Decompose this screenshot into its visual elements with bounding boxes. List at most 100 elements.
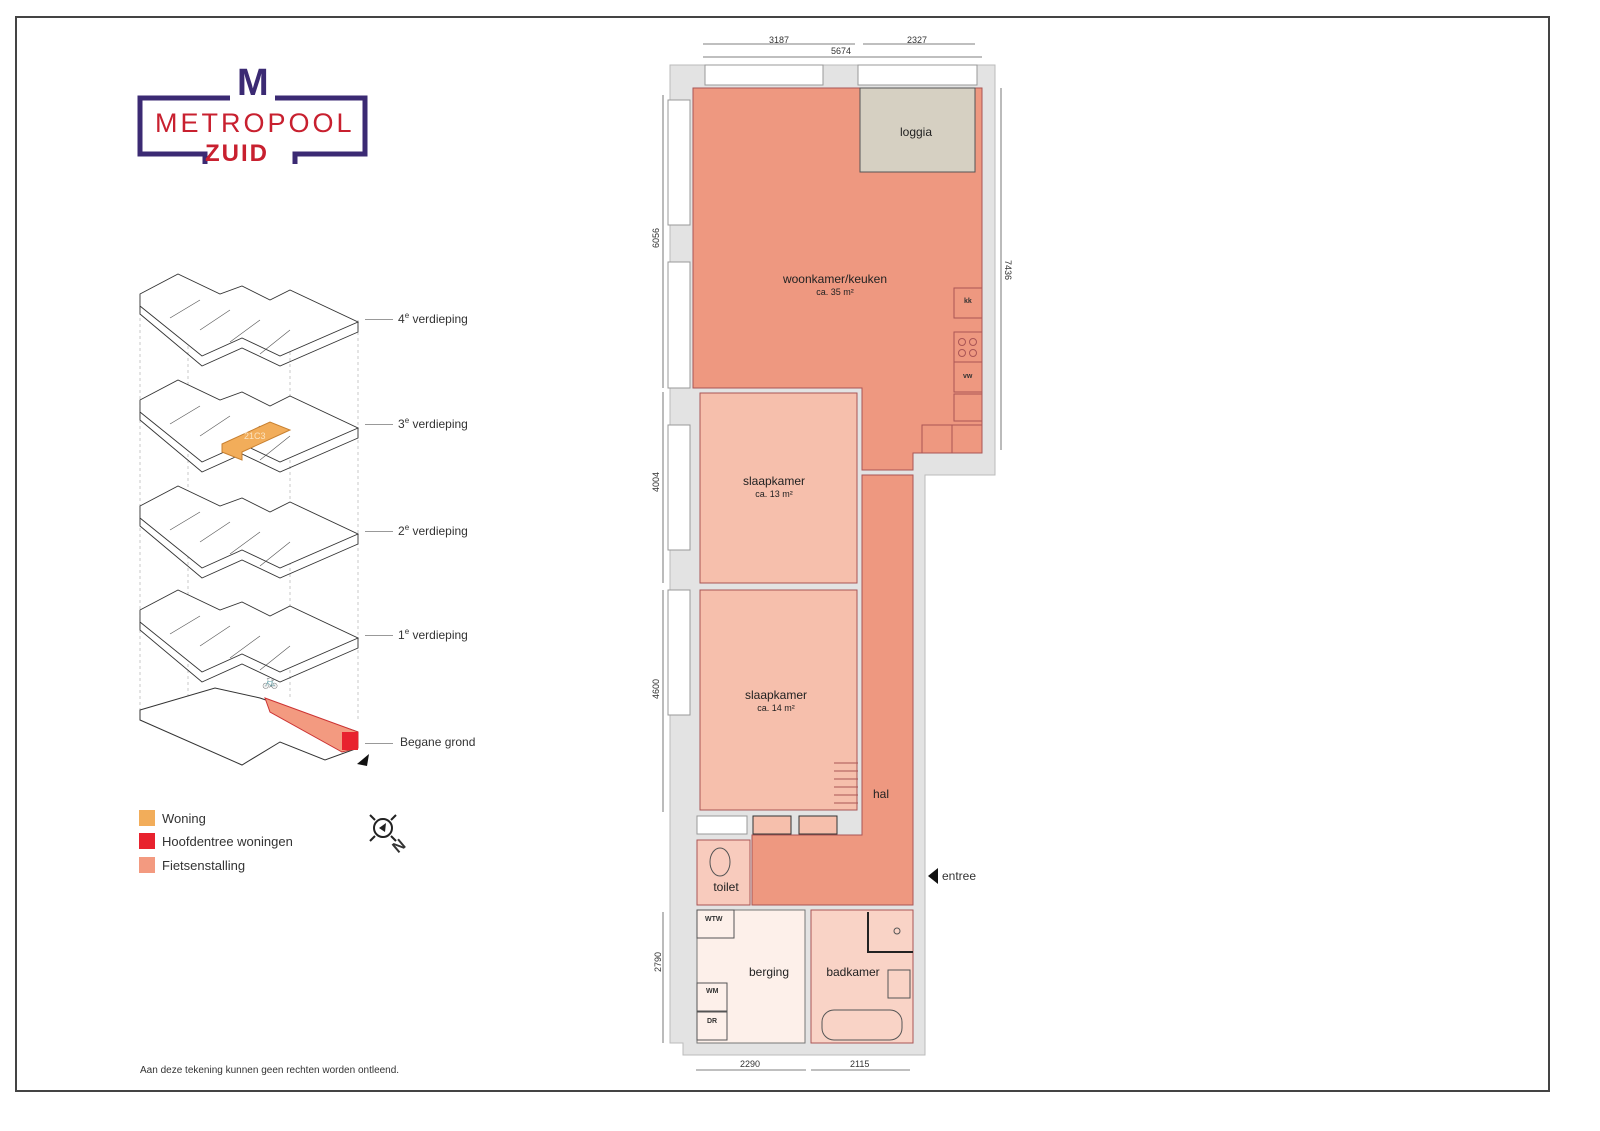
- leader-line: [365, 743, 393, 744]
- logo-frame: [137, 95, 368, 164]
- room-living: [692, 87, 983, 471]
- room-loggia: [859, 87, 976, 173]
- floor-1: [139, 589, 360, 683]
- room-bedroom-1: [699, 392, 858, 584]
- dim-bottom-right: 2115: [850, 1059, 870, 1069]
- dim-top-left: 3187: [769, 35, 790, 45]
- floor-number: 2: [398, 524, 405, 538]
- legend-swatch: [139, 833, 155, 849]
- floor-number: 3: [398, 417, 405, 431]
- room-name: woonkamer/keuken: [782, 272, 888, 286]
- window: [667, 424, 691, 551]
- compass-icon: [369, 814, 397, 842]
- floor-ground: [139, 687, 359, 766]
- floor-label: 1e verdieping: [398, 627, 468, 642]
- sheet-border: [15, 16, 1550, 1092]
- room-bedroom-2: [699, 589, 858, 811]
- legend-label: Woning: [162, 810, 206, 826]
- window: [857, 64, 978, 86]
- fixture-kk: kk: [964, 298, 972, 305]
- room-label-hal: hal: [872, 787, 890, 801]
- window: [667, 589, 691, 716]
- room-label-toilet: toilet: [713, 880, 739, 894]
- window: [704, 64, 824, 86]
- stairs-icon: [834, 762, 858, 804]
- window: [667, 261, 691, 389]
- dim-bottom-left: 2290: [740, 1059, 761, 1069]
- leader-line: [365, 319, 393, 320]
- disclaimer: Aan deze tekening kunnen geen rechten wo…: [140, 1065, 400, 1076]
- bathtub: [821, 1009, 903, 1041]
- toilet-bowl: [709, 847, 731, 877]
- leader-line: [365, 635, 393, 636]
- legend-label: Fietsenstalling: [162, 857, 246, 873]
- room-badkamer: [810, 909, 914, 1044]
- window: [667, 99, 691, 226]
- floor-3: [139, 379, 360, 473]
- logo-letter: M: [237, 62, 269, 104]
- room-area: ca. 14 m²: [757, 703, 795, 713]
- leader-line: [365, 424, 393, 425]
- room-berging: [696, 909, 806, 1044]
- fixture-vw: vw: [963, 373, 973, 380]
- floor-word: verdieping: [409, 417, 468, 431]
- wtw-unit: [696, 909, 735, 939]
- room-hal: [751, 474, 914, 906]
- unit-tag: 21C3: [244, 431, 266, 441]
- legend-label: Hoofdentree woningen: [162, 833, 293, 849]
- floor-word: verdieping: [409, 312, 468, 326]
- room-area: ca. 13 m²: [755, 489, 793, 499]
- logo-line2: ZUID: [205, 140, 269, 167]
- legend-swatch: [139, 810, 155, 826]
- floor-word: verdieping: [409, 524, 468, 538]
- floor-label: 2e verdieping: [398, 523, 468, 538]
- floor-label: 4e verdieping: [398, 311, 468, 326]
- floor-2: [139, 485, 360, 579]
- logo-line1: METROPOOL: [155, 108, 355, 138]
- dim-top-total: 5674: [831, 46, 852, 56]
- floor-label: Begane grond: [400, 735, 475, 749]
- leader-line: [365, 531, 393, 532]
- isometric-building: [139, 273, 360, 766]
- room-label-badkamer: badkamer: [826, 965, 880, 979]
- bicycle-icon: 🚲: [262, 674, 279, 689]
- dim-left-1: 6056: [651, 227, 662, 249]
- dryer: [696, 1011, 728, 1041]
- floor-suffix: e: [404, 627, 410, 636]
- kitchen-counter: [921, 287, 983, 454]
- entrance-marker: entree: [928, 868, 976, 884]
- main-entrance: [342, 732, 358, 750]
- entrance-arrow-icon: [928, 868, 938, 884]
- floor-word: verdieping: [409, 628, 468, 642]
- fixture-dr: DR: [707, 1018, 718, 1025]
- floor-number: 1: [398, 628, 405, 642]
- room-label-berging: berging: [748, 965, 790, 979]
- washing-machine: [696, 982, 728, 1012]
- dim-right: 7436: [1003, 259, 1014, 281]
- fixture-wm: WM: [706, 988, 719, 995]
- entrance-marker-icon: [357, 754, 369, 766]
- dim-left-2: 4004: [651, 471, 662, 493]
- room-label-loggia: loggia: [899, 125, 933, 139]
- dim-left-4: 2790: [653, 951, 664, 973]
- floor-suffix: e: [404, 523, 410, 532]
- floor-4: [139, 273, 360, 367]
- floor-suffix: e: [404, 311, 410, 320]
- floor-label: 3e verdieping: [398, 416, 468, 431]
- room-toilet: [696, 839, 751, 906]
- highlighted-unit: [221, 421, 292, 461]
- floor-number: Begane grond: [400, 735, 476, 749]
- fixture-wtw: WTW: [705, 916, 723, 923]
- legend-item: Hoofdentree woningen: [139, 833, 293, 849]
- sink: [887, 969, 911, 999]
- legend-item: Woning: [139, 810, 206, 826]
- floor-number: 4: [398, 312, 405, 326]
- room-area: ca. 35 m²: [816, 287, 854, 297]
- dim-left-3: 4600: [651, 678, 662, 700]
- entrance-label: entree: [942, 869, 977, 883]
